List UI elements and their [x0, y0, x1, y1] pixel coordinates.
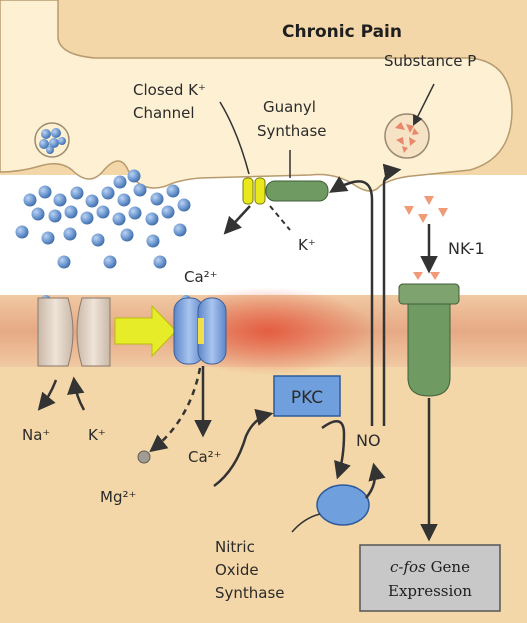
closed-k-channel — [242, 177, 266, 205]
nos-label-2: Oxide — [215, 561, 259, 579]
pkc-box — [273, 375, 341, 417]
arrow-k-efflux — [223, 205, 251, 235]
guanyl-synthase-label-2: Synthase — [257, 122, 327, 140]
leader-closed-k — [219, 101, 250, 175]
nitric-oxide-synthase-blob — [316, 484, 370, 526]
diagram-title: Chronic Pain — [282, 22, 402, 42]
arrow-na-out — [37, 379, 58, 411]
cfos-label-line2: Expression — [388, 582, 472, 600]
cfos-box — [359, 544, 501, 612]
no-label: NO — [356, 431, 381, 450]
arrow-mg-dashed — [149, 367, 202, 453]
nmda-channel — [37, 297, 111, 367]
nos-label-3: Synthase — [215, 584, 285, 602]
substance-p-label: Substance P — [384, 52, 476, 70]
activation-arrow — [114, 304, 177, 358]
nk1-receptor — [398, 283, 460, 397]
released-vesicles — [15, 169, 191, 305]
presynaptic-terminal — [0, 0, 513, 192]
cfos-label-line1: c-fos Gene — [390, 558, 470, 576]
calcium-channel — [173, 297, 227, 365]
arrow-no-to-guanyl — [329, 176, 374, 426]
arrow-nos-to-no — [365, 462, 386, 499]
arrow-k-in — [67, 376, 86, 411]
arrow-pkc-to-nos — [321, 420, 351, 480]
pkc-label: PKC — [291, 388, 323, 408]
magnesium-ion — [137, 450, 151, 464]
vesicle-cluster-left — [39, 128, 66, 154]
arrow-ca-to-pkc — [213, 408, 274, 488]
ca-top-label: Ca²⁺ — [184, 268, 218, 286]
nk1-label: NK-1 — [448, 239, 485, 258]
k-label: K⁺ — [88, 426, 106, 444]
ca-bottom-label: Ca²⁺ — [188, 448, 222, 466]
substance-p-molecules — [404, 196, 448, 280]
substance-p-vesicle — [384, 113, 430, 159]
guanyl-synthase-label-1: Guanyl — [263, 98, 316, 116]
mg-label: Mg²⁺ — [100, 488, 136, 506]
na-label: Na⁺ — [22, 426, 50, 444]
closed-k-channel-label-1: Closed K⁺ — [133, 81, 206, 99]
nos-label-1: Nitric — [215, 538, 255, 556]
guanyl-synthase — [265, 180, 329, 202]
closed-k-channel-label-2: Channel — [133, 104, 195, 122]
substance-p-contents — [395, 122, 419, 153]
k-plus-efflux-label: K⁺ — [298, 236, 316, 254]
pathway-arrows — [37, 83, 438, 542]
arrow-substance-p-release — [413, 83, 435, 126]
leader-nos — [291, 513, 321, 533]
arrow-no-to-presynaptic — [382, 163, 402, 426]
